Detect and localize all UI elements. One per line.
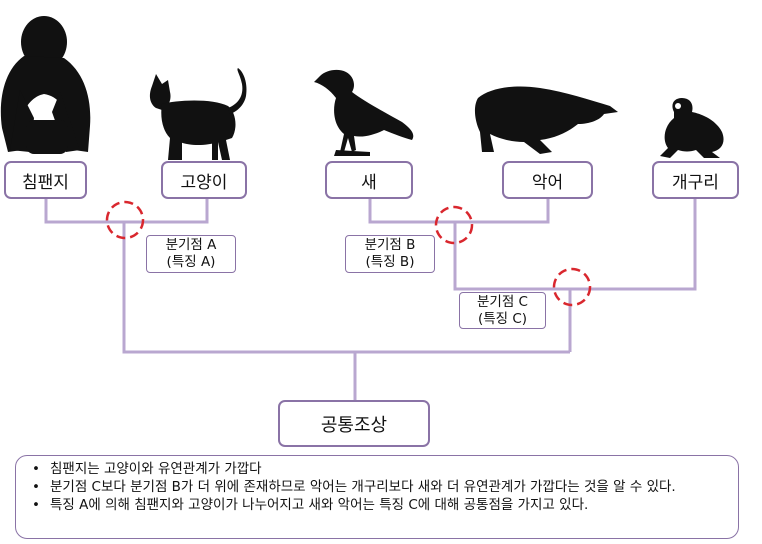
branch-label-c: 분기점 C (특징 C) (459, 292, 546, 329)
common-ancestor-box: 공통조상 (278, 400, 430, 447)
branch-label-b: 분기점 B (특징 B) (345, 235, 435, 273)
note-item: 침팬지는 고양이와 유연관계가 가깝다 (30, 460, 730, 478)
branch-marker-b (434, 205, 474, 245)
taxon-frog: 개구리 (652, 161, 739, 199)
bird-silhouette (314, 69, 414, 156)
taxon-cat: 고양이 (161, 161, 247, 199)
branch-trait-b: (특징 B) (365, 254, 415, 270)
branch-markers (105, 200, 592, 307)
notes-list: 침팬지는 고양이와 유연관계가 가깝다 분기점 C보다 분기점 B가 더 위에 … (30, 460, 730, 514)
notes-box: 침팬지는 고양이와 유연관계가 가깝다 분기점 C보다 분기점 B가 더 위에 … (15, 455, 739, 539)
taxon-bird: 새 (325, 161, 413, 199)
frog-silhouette (660, 98, 724, 158)
taxon-crocodile: 악어 (502, 161, 593, 199)
branch-label-a: 분기점 A (특징 A) (146, 235, 236, 273)
chimpanzee-silhouette (0, 16, 91, 154)
branch-marker-a (105, 200, 145, 240)
branch-name-b: 분기점 B (364, 237, 416, 253)
branch-marker-c (552, 267, 592, 307)
phylogenetic-tree (0, 16, 724, 400)
taxon-chimpanzee: 침팬지 (4, 161, 87, 199)
note-item: 분기점 C보다 분기점 B가 더 위에 존재하므로 악어는 개구리보다 새와 더… (30, 478, 730, 496)
tree-lines (44, 198, 697, 400)
cat-silhouette (149, 68, 247, 160)
branch-trait-a: (특징 A) (166, 254, 216, 270)
branch-name-a: 분기점 A (165, 237, 217, 253)
branch-trait-c: (특징 C) (477, 311, 528, 327)
branch-name-c: 분기점 C (477, 294, 528, 310)
note-item: 특징 A에 의해 침팬지와 고양이가 나누어지고 새와 악어는 특징 C에 대해… (30, 496, 730, 514)
crocodile-silhouette (474, 86, 618, 154)
